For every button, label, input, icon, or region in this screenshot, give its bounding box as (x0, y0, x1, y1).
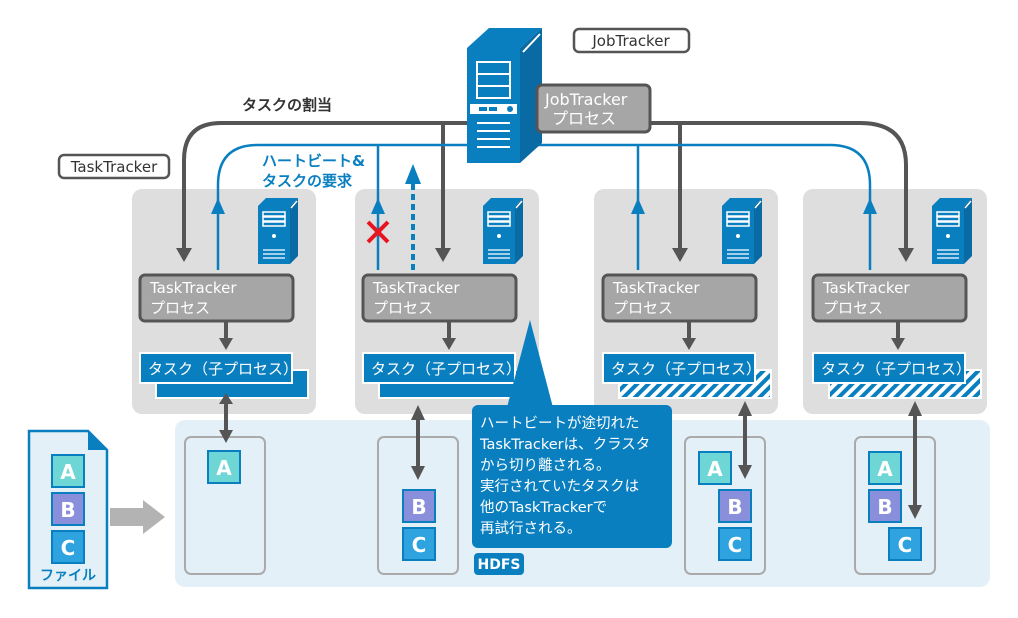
process-to-task-arrows (224, 322, 900, 340)
block-c: C (402, 527, 436, 561)
block-a: A (207, 450, 241, 484)
jobtracker-server-icon (467, 28, 542, 163)
callout-line-1: ハートビートが途切れた (480, 415, 640, 432)
callout-line-2: TaskTrackerは、クラスタ (479, 436, 650, 453)
file-block-b: B (51, 492, 85, 526)
tasktracker-tag (57, 153, 171, 180)
callout-line-6: 再試行される。 (480, 520, 582, 537)
svg-text:C: C (61, 536, 76, 560)
block-a: A (868, 451, 902, 485)
svg-text:B: B (727, 495, 742, 519)
svg-text:B: B (411, 495, 426, 519)
callout-line-3: から切り離される。 (480, 456, 611, 474)
callout-line-4: 実行されていたタスクは (480, 478, 639, 495)
block-c: C (718, 527, 752, 561)
node-1-tasktracker-process: TaskTracker プロセス (138, 273, 295, 323)
node-2-tasktracker-process: TaskTracker プロセス (361, 273, 518, 323)
svg-text:A: A (60, 460, 76, 484)
jobtracker-process-line2: プロセス (552, 109, 616, 128)
svg-text:タスク（子プロセス）: タスク（子プロセス） (148, 360, 298, 378)
node-2-server-icon (482, 197, 524, 265)
file-block-c: C (51, 530, 85, 564)
node-1-task: タスク（子プロセス） (139, 352, 309, 399)
task-assign-label: タスクの割当 (242, 96, 332, 114)
block-a: A (698, 451, 732, 485)
jobtracker-process-box (535, 83, 652, 134)
node-4-task: タスク（子プロセス） (812, 352, 982, 399)
svg-text:プロセス: プロセス (373, 299, 433, 317)
svg-text:タスク（子プロセス）: タスク（子プロセス） (821, 360, 971, 378)
node-3-server-icon (721, 197, 763, 265)
svg-text:B: B (60, 498, 75, 522)
svg-text:タスク（子プロセス）: タスク（子プロセス） (611, 360, 761, 378)
heartbeat-arrowheads (211, 198, 877, 214)
svg-text:TaskTracker: TaskTracker (372, 279, 460, 297)
file-to-hdfs-arrow (110, 500, 165, 534)
tasktracker-tag-label: TaskTracker (70, 158, 158, 176)
svg-text:C: C (412, 533, 427, 557)
block-b: B (402, 489, 436, 523)
node-4-tasktracker-process: TaskTracker プロセス (811, 273, 968, 323)
jobtracker-process-line1: JobTracker (544, 90, 628, 109)
svg-text:C: C (728, 533, 743, 557)
node-3-task: タスク（子プロセス） (602, 352, 772, 399)
svg-text:A: A (877, 457, 893, 481)
task-assign-lines (182, 121, 908, 255)
svg-text:プロセス: プロセス (150, 299, 210, 317)
task-assign-arrowheads (176, 248, 914, 262)
callout-line-5: 他のTaskTrackerで (480, 499, 607, 516)
svg-text:TaskTracker: TaskTracker (149, 279, 237, 297)
node-3-tasktracker-process: TaskTracker プロセス (601, 273, 758, 323)
block-b: B (718, 489, 752, 523)
svg-text:プロセス: プロセス (823, 299, 883, 317)
file-block-a: A (51, 454, 85, 488)
svg-text:TaskTracker: TaskTracker (822, 279, 910, 297)
node-4-server-icon (931, 197, 973, 265)
svg-text:プロセス: プロセス (613, 299, 673, 317)
svg-text:A: A (216, 456, 232, 480)
dashed-arrowhead (405, 164, 421, 184)
failure-callout (472, 320, 672, 548)
svg-text:C: C (898, 533, 913, 557)
svg-text:B: B (877, 495, 892, 519)
hdfs-label: HDFS (478, 557, 521, 573)
heartbeat-fail-x-icon (366, 220, 390, 244)
block-c: C (888, 527, 922, 561)
jobtracker-tag (572, 27, 691, 54)
jobtracker-tag-label: JobTracker (591, 32, 670, 50)
heartbeat-label-line1: ハートビート& (262, 152, 365, 170)
hdfs-badge (474, 553, 524, 575)
file-label: ファイル (40, 568, 96, 584)
heartbeat-label-line2: タスクの要求 (262, 172, 353, 190)
node-1-server-icon (257, 197, 299, 265)
data-access-arrows (224, 400, 917, 510)
svg-text:タスク（子プロセス）: タスク（子プロセス） (371, 360, 521, 378)
svg-text:TaskTracker: TaskTracker (612, 279, 700, 297)
svg-text:A: A (707, 457, 723, 481)
block-b: B (868, 489, 902, 523)
node-2-task: タスク（子プロセス） (362, 352, 532, 399)
